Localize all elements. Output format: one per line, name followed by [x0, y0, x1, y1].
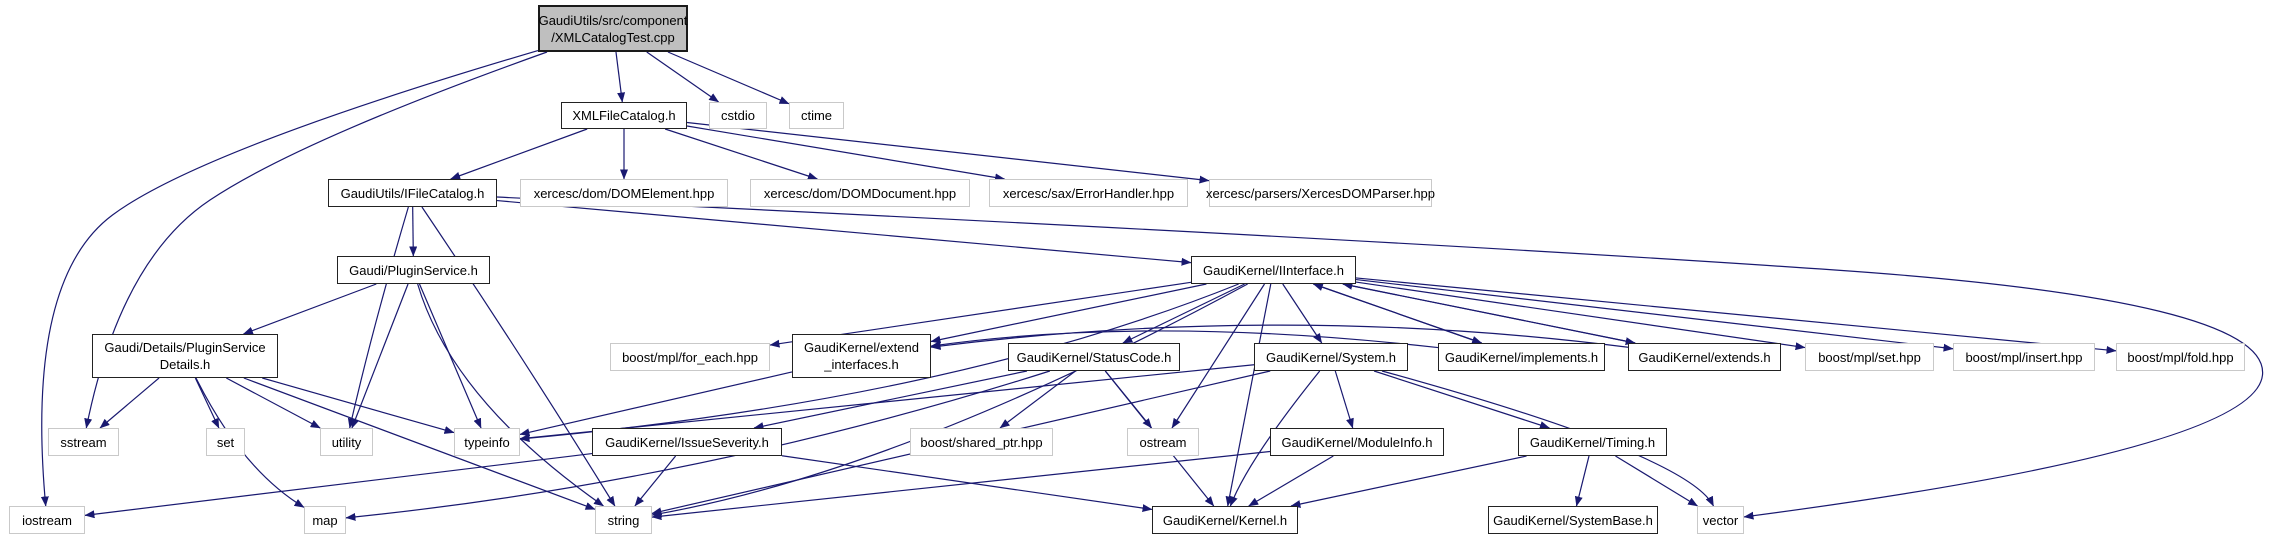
node-domdocument: xercesc/dom/DOMDocument.hpp: [750, 179, 970, 207]
edge-timing-systembase: [1574, 455, 1590, 507]
node-sharedptr: boost/shared_ptr.hpp: [910, 428, 1053, 456]
edge-iinterface-mplset: [1355, 281, 1806, 351]
edge-cpp-sstream: [84, 51, 548, 429]
node-sstream: sstream: [48, 428, 119, 456]
node-errorhandler: xercesc/sax/ErrorHandler.hpp: [989, 179, 1188, 207]
edge-details-typeinfo: [262, 377, 455, 434]
node-extendinterfaces[interactable]: GaudiKernel/extend _interfaces.h: [792, 334, 931, 378]
node-set: set: [206, 428, 245, 456]
edge-issueseverity-string: [634, 455, 677, 507]
edge-system-typeinfo: [519, 364, 1255, 442]
edge-moduleinfo-kernel: [1248, 455, 1334, 507]
edge-iinterface-statuscode: [1122, 283, 1245, 344]
edge-ifilecatalog-string: [421, 206, 616, 507]
node-cstdio: cstdio: [709, 102, 767, 129]
node-typeinfo: typeinfo: [454, 428, 520, 456]
node-foreach: boost/mpl/for_each.hpp: [610, 343, 770, 371]
node-pluginservice[interactable]: Gaudi/PluginService.h: [337, 256, 490, 284]
edge-implements-iinterface: [1312, 283, 1482, 344]
node-ostream: ostream: [1127, 428, 1199, 456]
edge-extendinterfaces-typeinfo: [519, 371, 793, 437]
node-domelement: xercesc/dom/DOMElement.hpp: [520, 179, 728, 207]
edge-timing-kernel: [1290, 455, 1527, 508]
node-xercesdomparser: xercesc/parsers/XercesDOMParser.hpp: [1206, 179, 1435, 207]
node-iinterface[interactable]: GaudiKernel/IInterface.h: [1191, 256, 1356, 284]
node-vector: vector: [1697, 506, 1744, 534]
edge-pluginservice-string: [417, 283, 604, 507]
edge-cpp-cstdio: [646, 51, 720, 103]
node-details[interactable]: Gaudi/Details/PluginService Details.h: [92, 334, 278, 378]
edge-iinterface-kernel: [1225, 283, 1272, 507]
edge-iinterface-mplfold: [1355, 277, 2117, 354]
edge-iinterface-system: [1282, 283, 1323, 344]
edge-iinterface-extendinterfaces: [930, 283, 1207, 344]
edge-pluginservice-details: [242, 283, 377, 335]
edge-ifilecatalog-vector: [496, 196, 2264, 520]
edge-xmlfilecatalog-domdocument: [664, 128, 818, 180]
node-string: string: [595, 506, 652, 534]
edge-statuscode-sharedptr: [999, 370, 1076, 429]
edge-issueseverity-kernel: [781, 455, 1153, 513]
node-ifilecatalog[interactable]: GaudiUtils/IFileCatalog.h: [328, 179, 497, 207]
node-statuscode[interactable]: GaudiKernel/StatusCode.h: [1008, 343, 1180, 371]
edge-system-moduleinfo: [1334, 370, 1354, 429]
edge-issueseverity-iostream: [84, 452, 593, 519]
edge-system-timing: [1373, 370, 1550, 429]
edge-implements-extendinterfaces: [930, 330, 1439, 349]
edge-details-string: [243, 377, 596, 510]
edge-iinterface-mplinsert: [1355, 278, 1954, 352]
edge-xmlfilecatalog-xercesdomparser: [686, 121, 1210, 184]
edge-details-map: [195, 377, 305, 508]
edge-details-set: [194, 377, 220, 429]
node-system[interactable]: GaudiKernel/System.h: [1254, 343, 1408, 371]
edge-ifilecatalog-iinterface: [496, 199, 1192, 266]
edge-xmlfilecatalog-errorhandler: [686, 125, 1006, 182]
node-issueseverity[interactable]: GaudiKernel/IssueSeverity.h: [592, 428, 782, 456]
edge-system-kernel: [1229, 370, 1321, 507]
edge-ifilecatalog-utility: [347, 206, 409, 429]
edge-timing-vector: [1615, 455, 1698, 507]
edge-cpp-xmlfilecatalog: [615, 51, 626, 103]
edge-pluginservice-utility: [351, 283, 409, 429]
node-cpp: GaudiUtils/src/component /XMLCatalogTest…: [538, 5, 688, 52]
node-ctime: ctime: [789, 102, 844, 129]
node-mplfold: boost/mpl/fold.hpp: [2116, 343, 2245, 371]
node-utility: utility: [320, 428, 373, 456]
node-map: map: [304, 506, 346, 534]
edge-statuscode-map: [345, 370, 1051, 521]
node-kernel[interactable]: GaudiKernel/Kernel.h: [1152, 506, 1298, 534]
edge-extends-extendinterfaces: [930, 324, 1629, 350]
node-mplinsert: boost/mpl/insert.hpp: [1953, 343, 2095, 371]
edge-extends-iinterface: [1342, 281, 1636, 344]
edge-ifilecatalog-pluginservice: [409, 206, 418, 257]
edge-cpp-ctime: [667, 51, 790, 105]
edge-cpp-iostream: [40, 49, 539, 507]
edge-iinterface-ostream: [1171, 283, 1266, 429]
node-systembase[interactable]: GaudiKernel/SystemBase.h: [1488, 506, 1658, 534]
node-xmlfilecatalog[interactable]: XMLFileCatalog.h: [561, 102, 687, 129]
edge-statuscode-issueseverity: [753, 370, 1028, 430]
node-iostream: iostream: [9, 506, 85, 534]
node-mplset: boost/mpl/set.hpp: [1805, 343, 1934, 371]
node-implements[interactable]: GaudiKernel/implements.h: [1438, 343, 1605, 371]
edge-xmlfilecatalog-ifilecatalog: [450, 128, 588, 180]
node-timing[interactable]: GaudiKernel/Timing.h: [1518, 428, 1667, 456]
node-moduleinfo[interactable]: GaudiKernel/ModuleInfo.h: [1270, 428, 1444, 456]
node-extends[interactable]: GaudiKernel/extends.h: [1628, 343, 1781, 371]
edge-details-utility: [226, 377, 321, 429]
edge-details-sstream: [99, 377, 160, 429]
